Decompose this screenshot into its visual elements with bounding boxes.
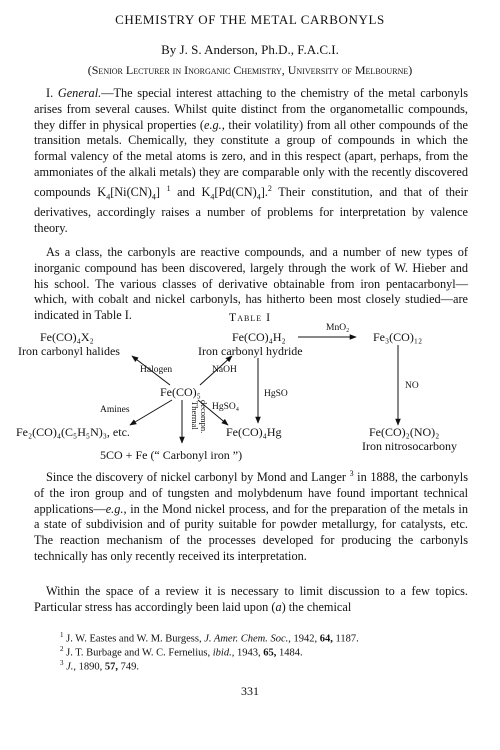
reagent-naoh: NaOH	[212, 365, 237, 375]
footnote-2: 2 J. T. Burbage and W. C. Fernelius, ibi…	[60, 645, 303, 659]
table-title: Table I	[228, 310, 272, 324]
paragraph-general: I. General.—The special interest attachi…	[34, 86, 469, 235]
label-iron-nitrosocarbony: Iron nitrosocarbony	[362, 439, 457, 453]
author-affiliation: (Senior Lecturer in Inorganic Chemistry,…	[87, 63, 413, 77]
page-number: 331	[241, 684, 259, 698]
reagent-hgso4: HgSO₄	[212, 402, 239, 412]
label-iron-carbonyl-halides: Iron carbonyl halides	[18, 344, 120, 358]
footnote-1: 1 J. W. Eastes and W. M. Burgess, J. Ame…	[60, 631, 359, 645]
reagent-mno2: MnO₂	[326, 323, 349, 333]
arrow-to-fe-co4hg	[197, 399, 229, 426]
footnote-3: 3 J., 1890, 57, 749.	[60, 659, 140, 673]
formula-fe3-co12: Fe₃(CO)₁₂	[373, 330, 422, 344]
arrow-to-hydride	[199, 355, 233, 386]
label-thermal: Thermal	[190, 401, 200, 430]
label-iron-carbonyl-hydride: Iron carbonyl hydride	[198, 344, 303, 358]
footnote-ref-1: 1	[166, 183, 171, 193]
formula-fe-co4hg: Fe(CO)₄Hg	[226, 425, 282, 439]
formula-fe-co2-no2: Fe(CO)₂(NO)₂	[369, 425, 439, 439]
arrow-to-amine-product	[129, 399, 173, 426]
formula-fe-co4h2: Fe(CO)₄H₂	[232, 330, 286, 344]
footnote-ref-3: 3	[349, 469, 354, 478]
formula-fe-co4x2: Fe(CO)₄X₂	[40, 330, 94, 344]
reagent-amines: Amines	[100, 405, 130, 415]
paragraph-scope: Within the space of a review it is neces…	[34, 584, 468, 614]
decomposition-products: 5CO + Fe (“ Carbonyl iron ”)	[100, 448, 242, 462]
label-decompn: decompn.	[199, 400, 209, 433]
formula-fe-co5: Fe(CO)₅	[160, 385, 201, 399]
paragraph-carbonyl-class: As a class, the carbonyls are reactive c…	[34, 245, 468, 323]
paragraph-history: Since the discovery of nickel carbonyl b…	[34, 469, 469, 564]
arrow-to-halides	[131, 355, 171, 386]
formula-fe2-product: Fe₂(CO)₄(C₅H₅N)₃, etc.	[16, 425, 130, 439]
article-title: CHEMISTRY OF THE METAL CARBONYLS	[115, 12, 385, 27]
reagent-hgso: HgSO	[264, 389, 288, 399]
author-line: By J. S. Anderson, Ph.D., F.A.C.I.	[161, 42, 339, 57]
footnote-ref-2: 2	[267, 183, 272, 193]
reagent-no: NO	[405, 381, 419, 391]
reagent-halogen: Halogen	[140, 365, 172, 375]
